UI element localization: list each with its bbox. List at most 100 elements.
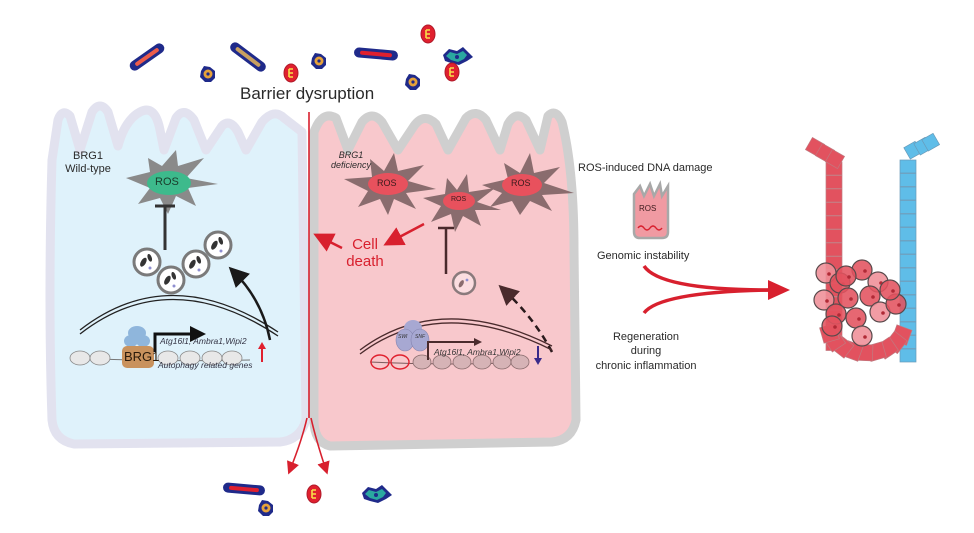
tumor-cell [845,307,867,329]
tumor-cell-nucleus [863,335,867,339]
ros-label-1: ROS [377,178,397,188]
ros-label-3: ROS [511,178,531,188]
genomic-instability-label: Genomic instability [597,250,690,262]
brg1-complex [122,326,154,368]
nucleosome [412,354,432,370]
tumor-cell-nucleus [881,311,885,315]
tumor-cell [813,289,835,311]
autophagosomes-left [132,230,233,295]
transcription-arrowhead-right [474,338,482,346]
epithelial-cell-red [825,242,843,257]
tumor-cell-nucleus [827,272,831,276]
red-bacterium [420,24,436,44]
rod-bacterium [129,43,165,71]
cell-death-line2: death [346,253,384,271]
coccus-bacterium [258,500,273,516]
brg1-label: BRG1 [124,349,160,364]
tumor-cell [837,287,859,309]
coccus-bacterium [311,53,326,69]
epithelial-cell-red [825,175,843,189]
ros-label-wildtype: ROS [155,176,179,188]
tumor-cell [879,279,901,301]
epithelial-cell-blue [921,132,941,152]
tumor-cell-nucleus [825,299,829,303]
figure-title: Barrier dysruption [240,84,375,103]
tumor-cell-nucleus [871,295,875,299]
rod-bacterium [354,47,398,61]
upregulation-arrow-left [228,266,272,341]
methylated-nucleosome [390,354,410,370]
chromatin-right [369,354,530,370]
red-bacterium [444,62,460,82]
tumor-cell [821,315,843,337]
deficiency-label: BRG1 deficiency [322,150,380,171]
inhibition-symbol-right [438,226,454,274]
regeneration-line3: chronic inflammation [595,359,697,372]
epithelial-cell-red [825,215,843,230]
epithelial-cell-blue [899,186,917,201]
nuclear-envelope-left [79,294,279,337]
cell-death-arrow-left [313,233,343,252]
swi-label: SWI [398,334,408,340]
methylated-nucleosome [370,354,390,370]
mini-cell-ros-label: ROS [639,204,657,213]
tumor-cell [835,265,857,287]
epithelial-cell-blue [899,348,917,363]
coccus-bacterium [200,66,215,82]
nucleosome [179,350,201,366]
microbes [129,24,473,516]
epithelial-cell-blue [899,281,917,295]
rod-bacterium [223,482,265,496]
tumor-cell-nucleus [833,325,837,329]
wildtype-label-line1: BRG1 [73,150,103,162]
epithelial-cell-red [824,148,846,170]
nuclear-envelope-right [359,318,553,355]
rod-bacterium [230,42,266,72]
epithelial-cell-blue [899,267,917,282]
cell-death-line1: Cell [352,236,378,253]
red-bacterium [306,484,322,504]
tumor-cell [859,285,881,307]
nucleosome [432,354,452,370]
regeneration-label: Regeneration during chronic inflammation [588,330,704,373]
epithelial-cell-blue [899,240,917,255]
coccus-bacterium [405,74,420,90]
deficiency-label-line1: BRG1 [338,150,364,160]
wildtype-label-line2: Wild-type [65,162,111,175]
ros-stars-deficient [344,153,574,232]
genes-label-wildtype: Atg16l1, Ambra1,Wipi2 [160,336,247,346]
regeneration-line2: during [630,345,662,358]
swi-snf-complex [395,320,430,352]
chromatin-left [69,350,251,366]
teal-bacterium [443,47,473,65]
nucleosome [472,354,492,370]
nucleosome [89,350,111,366]
nucleosome [452,354,472,370]
epithelial-cell-blue [899,254,917,268]
converging-arrows [642,264,790,315]
snf-label: SNF [415,334,425,340]
epithelial-cell-blue [899,159,917,174]
tumor-cell-nucleus [891,289,895,293]
barrier-breach-arrows [287,112,330,475]
inhibition-symbol-left [155,204,175,250]
tumor-cell-nucleus [849,297,853,301]
autophagy-genes-caption: Autophagy related genes [158,360,253,370]
epithelial-cell-blue [899,227,917,241]
transcription-arrow-left [153,332,192,352]
dna-damage-label: ROS-induced DNA damage [578,162,713,174]
nucleosome [69,350,91,366]
ros-star-wildtype [126,150,218,214]
epithelial-cell-red [825,188,843,203]
epithelial-cell-blue [899,173,917,187]
epithelial-cell-blue [899,213,917,228]
transcription-arrow-right [427,341,476,360]
tumor-cell-nucleus [863,269,867,273]
transcription-arrowhead-left [190,326,206,342]
autophagosome-right [451,270,477,296]
epithelial-cell-red [825,229,843,243]
tumor-cell [851,325,873,347]
deficiency-label-line2: deficiency [330,160,372,171]
